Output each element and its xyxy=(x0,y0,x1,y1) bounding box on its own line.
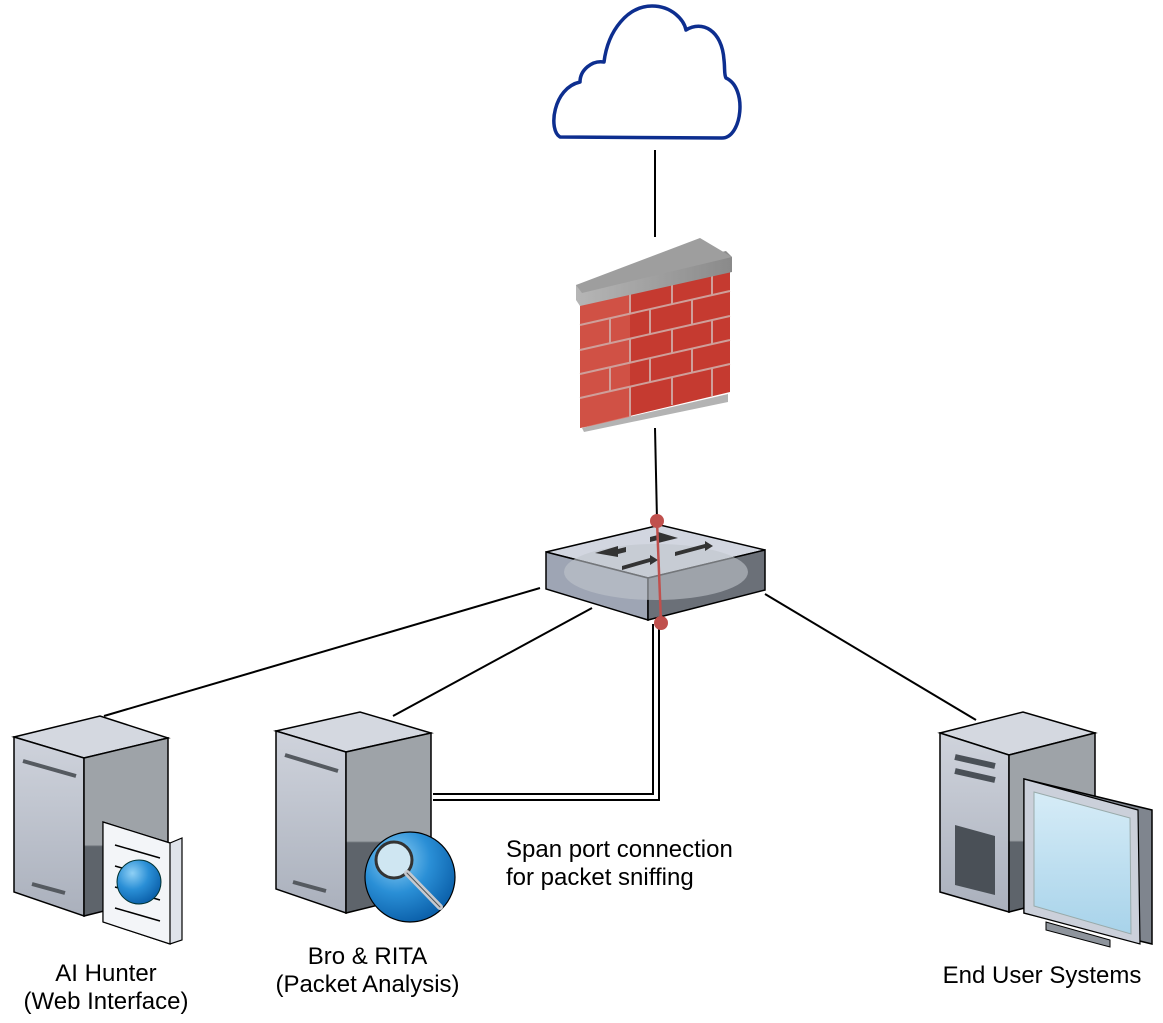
bro-rita-label-line2: (Packet Analysis) xyxy=(275,971,460,998)
ai-hunter-label-line2: (Web Interface) xyxy=(23,988,189,1015)
bro-rita-server-icon xyxy=(273,711,456,923)
bro-rita-label-line1: Bro & RITA xyxy=(307,943,428,970)
span-port-annotation-line1: Span port connection xyxy=(506,836,733,863)
span-port-annotation: Span port connection for packet sniffing xyxy=(506,836,733,892)
internet-cloud-icon xyxy=(552,4,742,140)
web-document-icon xyxy=(102,821,183,945)
edge-span-port xyxy=(433,624,660,801)
edge-firewall-switch xyxy=(654,427,658,521)
end-users-label-line1: End User Systems xyxy=(942,962,1142,989)
end-users-label: End User Systems xyxy=(922,962,1162,990)
ai-hunter-label: AI Hunter (Web Interface) xyxy=(16,960,196,1016)
edge-switch-ai-hunter xyxy=(103,587,541,717)
ai-hunter-label-line1: AI Hunter xyxy=(55,960,157,987)
bro-rita-label: Bro & RITA (Packet Analysis) xyxy=(250,943,485,999)
ai-hunter-server-icon xyxy=(11,715,183,945)
edge-switch-end-users xyxy=(764,593,977,721)
edges xyxy=(103,150,977,801)
span-tap-marker xyxy=(650,514,668,630)
end-user-workstation-icon xyxy=(937,711,1153,948)
span-port-annotation-line2: for packet sniffing xyxy=(506,864,694,891)
monitor-icon xyxy=(1023,778,1153,948)
network-switch-icon xyxy=(545,524,766,622)
edge-switch-bro-rita xyxy=(392,607,593,717)
firewall-icon xyxy=(576,238,732,432)
magnifier-globe-icon xyxy=(364,831,456,923)
